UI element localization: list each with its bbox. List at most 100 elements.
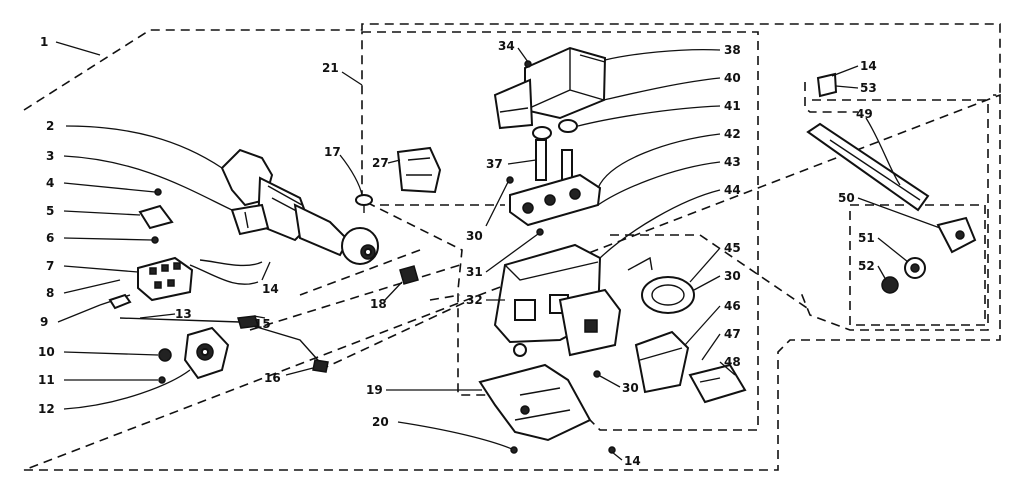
connector-dash-3 bbox=[299, 249, 421, 296]
leader-4 bbox=[63, 182, 156, 193]
wire-harness bbox=[189, 259, 263, 285]
pilot-tube-49 bbox=[806, 122, 930, 212]
callout-40: 40 bbox=[724, 71, 741, 85]
callout-11: 11 bbox=[38, 373, 55, 387]
callout-32: 32 bbox=[466, 293, 483, 307]
nut-10 bbox=[158, 348, 172, 362]
callout-30-a: 30 bbox=[466, 229, 483, 243]
screw-17 bbox=[355, 194, 373, 213]
leader-16 bbox=[285, 367, 314, 376]
callout-42: 42 bbox=[724, 127, 741, 141]
switch-block-7 bbox=[137, 256, 194, 302]
fitting-51 bbox=[904, 257, 926, 279]
leader-30b bbox=[693, 275, 721, 291]
callout-48: 48 bbox=[724, 355, 741, 369]
callout-49: 49 bbox=[856, 107, 873, 121]
callout-21: 21 bbox=[322, 61, 339, 75]
bracket-53 bbox=[816, 72, 838, 98]
callout-14-bottom: 14 bbox=[624, 454, 641, 468]
callout-27: 27 bbox=[372, 156, 389, 170]
leader-14b bbox=[611, 451, 623, 461]
callout-19: 19 bbox=[366, 383, 383, 397]
callout-3: 3 bbox=[46, 149, 54, 163]
callout-46: 46 bbox=[724, 299, 741, 313]
screw-11 bbox=[158, 376, 166, 384]
callout-37: 37 bbox=[486, 157, 503, 171]
callout-4: 4 bbox=[46, 176, 54, 190]
screw-14-bottom bbox=[608, 446, 616, 454]
connector-dash-5 bbox=[610, 234, 811, 311]
callout-50: 50 bbox=[838, 191, 855, 205]
callout-45: 45 bbox=[724, 241, 741, 255]
leader-1 bbox=[55, 41, 101, 56]
leader-6 bbox=[63, 237, 153, 241]
orifice-52 bbox=[881, 276, 899, 294]
callout-30-c: 30 bbox=[622, 381, 639, 395]
callout-10: 10 bbox=[38, 345, 55, 359]
leader-41 bbox=[577, 105, 721, 127]
valve-top-42 bbox=[509, 173, 602, 227]
tee-fitting-50 bbox=[936, 216, 977, 254]
burner-tube bbox=[220, 148, 379, 265]
leader-52 bbox=[877, 265, 887, 281]
screw-30 bbox=[506, 176, 514, 184]
leader-15 bbox=[253, 315, 266, 319]
screw-31 bbox=[536, 228, 544, 236]
callout-16: 16 bbox=[264, 371, 281, 385]
leader-42 bbox=[597, 133, 721, 189]
plate-27 bbox=[396, 146, 442, 194]
leader-46 bbox=[684, 305, 721, 346]
leader-31 bbox=[485, 233, 539, 273]
callout-18: 18 bbox=[370, 297, 387, 311]
bracket-3 bbox=[230, 203, 270, 236]
bracket-40 bbox=[493, 78, 534, 130]
screw-20 bbox=[510, 446, 518, 454]
screw-30-bottom bbox=[593, 370, 601, 378]
callout-38: 38 bbox=[724, 43, 741, 57]
leader-12 bbox=[63, 369, 191, 410]
leader-8 bbox=[63, 279, 121, 294]
callout-9: 9 bbox=[40, 315, 48, 329]
callout-41: 41 bbox=[724, 99, 741, 113]
solenoid-46 bbox=[634, 330, 690, 394]
leader-17 bbox=[339, 154, 363, 196]
leader-13 bbox=[139, 313, 176, 319]
leader-2 bbox=[65, 125, 223, 169]
callout-44: 44 bbox=[724, 183, 741, 197]
callout-5: 5 bbox=[46, 204, 54, 218]
callout-30-b: 30 bbox=[724, 269, 741, 283]
leader-37 bbox=[507, 159, 537, 165]
spindles-37 bbox=[535, 139, 573, 183]
callout-13: 13 bbox=[175, 307, 192, 321]
callout-6: 6 bbox=[46, 231, 54, 245]
igniter-12 bbox=[183, 326, 230, 380]
leader-30a bbox=[485, 181, 509, 227]
bracket-48 bbox=[688, 363, 747, 404]
callout-12: 12 bbox=[38, 402, 55, 416]
knobs-41 bbox=[532, 119, 578, 140]
leader-9 bbox=[57, 304, 101, 323]
leader-14c bbox=[831, 65, 859, 77]
bracket-5 bbox=[138, 204, 174, 230]
leader-45 bbox=[689, 247, 721, 283]
leader-50 bbox=[857, 197, 941, 229]
leader-47 bbox=[701, 333, 721, 361]
callout-20: 20 bbox=[372, 415, 389, 429]
callout-52: 52 bbox=[858, 259, 875, 273]
spring-45 bbox=[627, 256, 695, 314]
callout-31: 31 bbox=[466, 265, 483, 279]
leader-21 bbox=[341, 71, 363, 86]
leader-10 bbox=[63, 351, 159, 356]
connector-dash-4 bbox=[319, 299, 471, 371]
fitting-16 bbox=[312, 359, 329, 373]
callout-15: 15 bbox=[254, 317, 271, 331]
pilot-fitting-boundary bbox=[849, 204, 986, 326]
callout-8: 8 bbox=[46, 286, 54, 300]
valve-body-32 bbox=[493, 243, 622, 357]
callout-43: 43 bbox=[724, 155, 741, 169]
leader-48 bbox=[719, 361, 736, 376]
thermocouple-wire bbox=[119, 317, 326, 369]
leader-53 bbox=[835, 85, 859, 89]
leader-40 bbox=[603, 77, 721, 101]
